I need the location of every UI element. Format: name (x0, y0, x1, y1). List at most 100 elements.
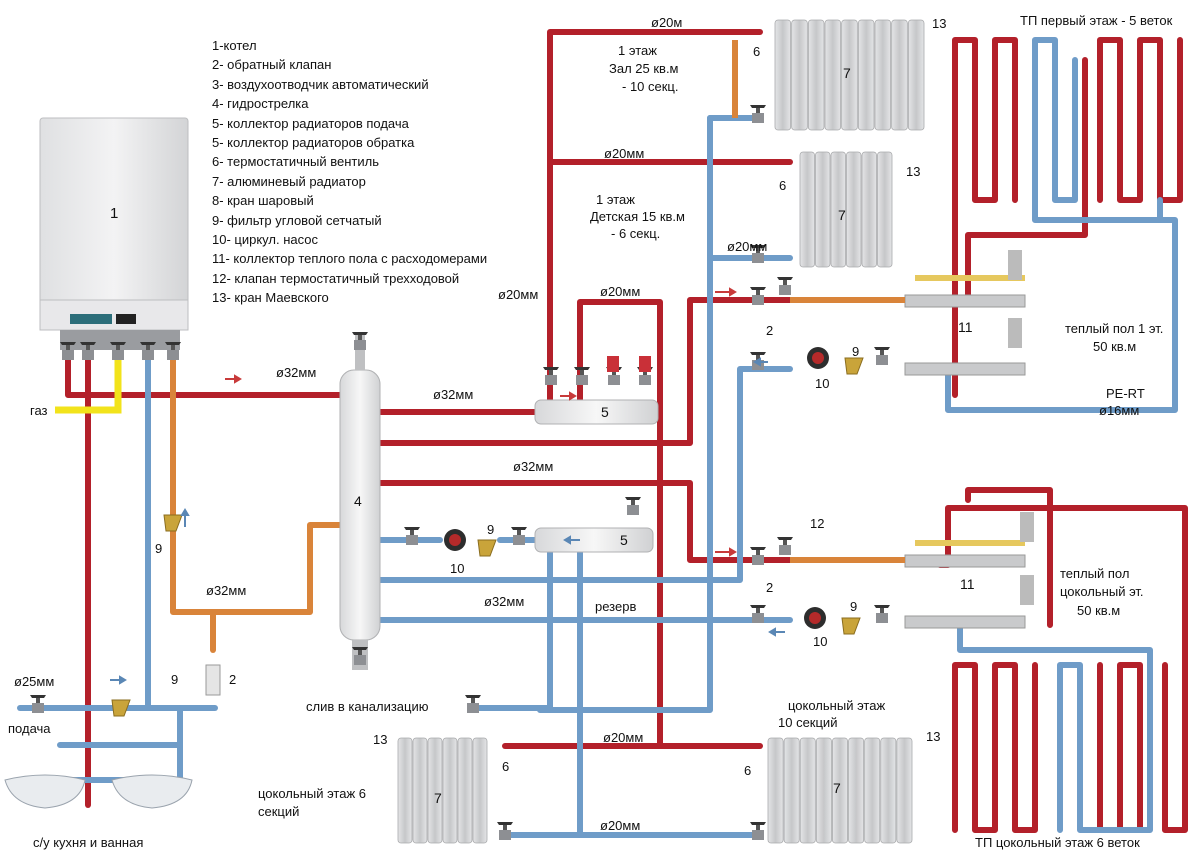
room-zal-1: 1 этаж (618, 43, 657, 58)
supply-label: подача (8, 721, 51, 736)
legend-item: 1-котел (212, 38, 257, 53)
check-valve-boiler (205, 664, 221, 696)
drain-label: слив в канализацию (306, 699, 429, 714)
mayev-det-number: 13 (906, 164, 921, 179)
pipe-d32-coll: ø32мм (433, 387, 474, 402)
circulation-pump-1 (807, 347, 829, 369)
valve-det-number: 6 (779, 178, 787, 193)
gas-pipe (55, 360, 122, 414)
gas-label: газ (30, 403, 48, 418)
return-collector-number: 5 (620, 532, 628, 548)
supply-pipes (65, 29, 1188, 833)
hydro-number: 4 (354, 493, 362, 509)
pipe-d20-base: ø20мм (603, 730, 644, 745)
floor-coll-0-number: 11 (960, 576, 975, 592)
radiator-det (799, 151, 893, 268)
pump-rad-number: 10 (450, 561, 465, 576)
pert-diameter: ø16мм (1099, 403, 1140, 418)
angle-filter-1 (844, 357, 864, 375)
tp0-label-b: цокольный эт. (1060, 584, 1144, 599)
tp0-title: ТП цокольный этаж 6 веток (975, 835, 1140, 850)
filter-0-number: 9 (850, 599, 858, 614)
underfloor-manifold-0 (904, 512, 1034, 629)
supply-collector-number: 5 (601, 404, 609, 420)
pipe-d20-mid: ø20мм (604, 146, 645, 161)
room-det-1: 1 этаж (596, 192, 635, 207)
room-tsl-2: секций (258, 804, 300, 819)
legend-item: 11- коллектор теплого пола с расходомера… (212, 251, 488, 267)
legend-item: 9- фильтр угловой сетчатый (212, 212, 382, 228)
pipe-d20-top: ø20м (651, 15, 683, 30)
circulation-pump-rad (444, 529, 466, 551)
legend-item: 5- коллектор радиаторов подача (212, 115, 409, 131)
filter-boiler-number: 9 (155, 541, 163, 556)
valve-zal-number: 6 (753, 44, 761, 59)
room-tso-2: 10 секций (778, 715, 838, 730)
return-pipes (17, 37, 1178, 838)
radiators (397, 19, 925, 844)
boiler-pipes (170, 357, 343, 653)
angle-filter-0 (841, 617, 861, 635)
room-det-3: - 6 секц. (611, 226, 661, 241)
room-zal-2: Зал 25 кв.м (609, 61, 679, 76)
pipe-d32-main: ø32мм (276, 365, 317, 380)
circulation-pump-0 (804, 607, 826, 629)
legend-item: 5- коллектор радиаторов обратка (212, 135, 415, 151)
room-tsl-1: цокольный этаж 6 (258, 786, 366, 801)
filter-cold-number: 9 (171, 672, 179, 687)
floor-coll-1-number: 11 (958, 319, 973, 335)
rad-tso-number: 7 (833, 780, 841, 796)
sink (4, 774, 193, 809)
pipe-d20-riser: ø20мм (498, 287, 539, 302)
legend-item: 13- кран Маевского (212, 290, 329, 306)
rad-det-number: 7 (838, 207, 846, 223)
rad-tsl-number: 7 (434, 790, 442, 806)
valve-tsl-number: 6 (502, 759, 510, 774)
tp1-label-b: 50 кв.м (1093, 339, 1137, 354)
pipe-d25: ø25мм (14, 674, 55, 689)
legend-item: 4- гидрострелка (212, 96, 309, 112)
pumps-filters (111, 347, 864, 717)
angle-filter-rad (477, 539, 497, 557)
kitchen-label: с/у кухня и ванная (33, 835, 144, 850)
valve-tso-number: 6 (744, 763, 752, 778)
tp0-label-c: 50 кв.м (1077, 603, 1121, 618)
mayev-tso-number: 13 (926, 729, 941, 744)
room-tso-1: цокольный этаж (788, 698, 886, 713)
pipe-d20-coll: ø20мм (600, 284, 641, 299)
legend-item: 3- воздухоотводчик автоматический (212, 76, 429, 92)
legend-item: 12- клапан термостатичный трехходовой (212, 270, 460, 286)
check-1-number: 2 (766, 323, 774, 338)
pipe-d20-bottom: ø20мм (600, 818, 641, 833)
reserve-label: резерв (595, 599, 637, 614)
rad-zal-number: 7 (843, 65, 851, 81)
return-collector (534, 497, 654, 553)
angle-filter-cold (111, 699, 131, 717)
tp0-label-a: теплый пол (1060, 566, 1130, 581)
radiator-tsl (397, 737, 488, 844)
arrow-icon (225, 287, 737, 557)
legend-item: 6- термостатичный вентиль (212, 154, 379, 170)
check-0-number: 2 (766, 580, 774, 595)
hydraulic-separator (339, 332, 381, 670)
pipe-d32-low: ø32мм (206, 583, 247, 598)
mayev-tsl-number: 13 (373, 732, 388, 747)
legend-item: 2- обратный клапан (212, 57, 332, 73)
mixing-lines (732, 40, 905, 563)
pipe-d32-line3: ø32мм (513, 459, 554, 474)
pipe-d20-det: ø20мм (727, 239, 768, 254)
pert-label: PE-RT (1106, 386, 1145, 401)
boiler-unit (39, 117, 189, 360)
filter-rad-number: 9 (487, 522, 495, 537)
room-det-2: Детская 15 кв.м (590, 209, 685, 224)
tp1-title: ТП первый этаж - 5 веток (1020, 13, 1173, 28)
legend-item: 7- алюминевый радиатор (212, 173, 366, 189)
supply-collector (534, 356, 659, 425)
radiator-zal (774, 19, 925, 131)
tp1-label-a: теплый пол 1 эт. (1065, 321, 1164, 336)
legend: 1-котел 2- обратный клапан 3- воздухоотвод… (212, 36, 487, 308)
filter-1-number: 9 (852, 344, 860, 359)
legend-item: 10- циркул. насос (212, 232, 318, 248)
check-boiler-number: 2 (229, 672, 237, 687)
